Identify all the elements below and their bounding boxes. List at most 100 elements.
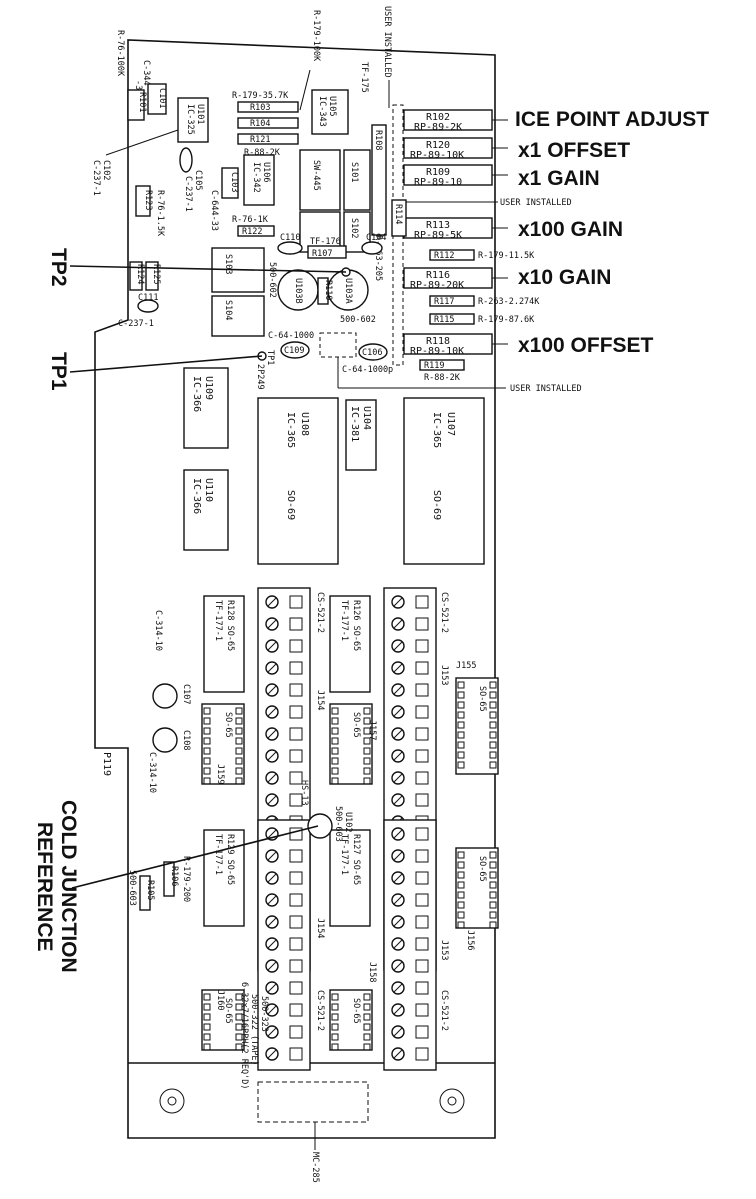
- resistors-r124-r125: R124 R125: [129, 261, 161, 291]
- svg-text:C103: C103: [229, 172, 239, 192]
- svg-text:R129 SO-65: R129 SO-65: [225, 834, 235, 885]
- ic-pin: [457, 921, 465, 929]
- cap-c110: C110: [277, 233, 303, 255]
- ice-point-adjust-callout: ICE POINT ADJUST: [515, 108, 710, 131]
- ic-pin: [457, 751, 465, 759]
- terminal-pin: [415, 793, 429, 807]
- ic-pin: [331, 737, 339, 745]
- ic-pin: [457, 731, 465, 739]
- pot-r102: R102 RP-89-2K: [403, 109, 493, 133]
- terminal-pin: [289, 959, 303, 973]
- svg-text:IC-366: IC-366: [191, 376, 202, 412]
- svg-text:R107: R107: [312, 249, 332, 259]
- ic-pin: [489, 721, 497, 729]
- svg-text:C-64-1000: C-64-1000: [268, 331, 314, 341]
- ic-pin: [331, 727, 339, 735]
- terminal-pin: [289, 771, 303, 785]
- ic-pin: [457, 871, 465, 879]
- cold-junction-callout-line2: REFERENCE: [33, 822, 56, 952]
- svg-text:RP-89-10: RP-89-10: [414, 177, 462, 188]
- ic-pin: [363, 777, 371, 785]
- ic-pin: [331, 1033, 339, 1041]
- ic-pin: [203, 717, 211, 725]
- ic-pin: [203, 737, 211, 745]
- ic-pin: [457, 741, 465, 749]
- ic-pin: [489, 681, 497, 689]
- svg-text:IC-325: IC-325: [185, 104, 195, 135]
- terminal-pin: [415, 727, 429, 741]
- terminal-pin: [415, 959, 429, 973]
- svg-text:S103: S103: [223, 254, 233, 274]
- ic-pin: [457, 881, 465, 889]
- ic-pin: [363, 737, 371, 745]
- cold-junction-leader: [71, 825, 319, 889]
- svg-text:C-237-1: C-237-1: [183, 176, 193, 212]
- ic-pin: [489, 741, 497, 749]
- svg-text:R117: R117: [434, 297, 454, 307]
- svg-text:R-88-2K: R-88-2K: [424, 373, 461, 383]
- svg-text:R112: R112: [434, 251, 454, 261]
- j154-label-top: J154: [315, 690, 325, 710]
- svg-text:R119: R119: [424, 361, 444, 371]
- ic-pin: [331, 1043, 339, 1051]
- tp1-leader: [69, 355, 263, 373]
- j155-label: J155: [456, 661, 476, 671]
- ic-pin: [457, 861, 465, 869]
- ic-pin: [331, 993, 339, 1001]
- svg-text:R-263-205: R-263-205: [373, 235, 383, 281]
- so65-package-label: SO-65: [351, 998, 361, 1024]
- terminal-pin: [415, 639, 429, 653]
- ic-pin: [235, 737, 243, 745]
- cap-c101: C101 C-344 -33: [133, 60, 167, 115]
- terminal-pin: [289, 937, 303, 951]
- terminal-pin: [289, 705, 303, 719]
- ic-pin: [363, 727, 371, 735]
- svg-text:U109: U109: [203, 376, 214, 400]
- tp2-leader: [69, 265, 347, 273]
- ic-pin: [203, 707, 211, 715]
- terminal-pin: [289, 1047, 303, 1061]
- svg-text:IC-366: IC-366: [191, 478, 202, 514]
- svg-text:R101: R101: [137, 92, 147, 112]
- ic-pin: [203, 993, 211, 1001]
- svg-text:-33: -33: [133, 80, 143, 95]
- ic-pin: [203, 1013, 211, 1021]
- x1-offset-callout: x1 OFFSET: [518, 139, 631, 162]
- ic-pin: [489, 761, 497, 769]
- caps-c109-c106: C-64-1000 C109 C106 C-64-1000p: [268, 331, 393, 375]
- svg-text:SO-69: SO-69: [285, 490, 296, 520]
- switch-s103-s104: S103 S104: [211, 247, 265, 337]
- ic-pin: [457, 761, 465, 769]
- ic-pin: [457, 711, 465, 719]
- svg-text:R-179-87.6K: R-179-87.6K: [478, 315, 535, 325]
- ic-pin: [203, 777, 211, 785]
- terminal-pin: [415, 981, 429, 995]
- pot-r118: R118 RP-89-10K: [403, 333, 493, 357]
- terminal-pin: [289, 981, 303, 995]
- ic-u104: U104 IC-381: [345, 399, 377, 471]
- ic-pin: [203, 747, 211, 755]
- svg-text:R113: R113: [426, 220, 450, 231]
- cold-junction-hs13: HS-13 U102 500-603: [299, 780, 353, 842]
- ic-pin: [203, 1023, 211, 1031]
- ic-pin: [457, 701, 465, 709]
- svg-text:IC-365: IC-365: [431, 412, 442, 448]
- resistor-r114: R114 R-263-205: [373, 199, 407, 281]
- svg-text:C105: C105: [193, 170, 203, 190]
- svg-text:RP-89-20K: RP-89-20K: [410, 280, 464, 291]
- svg-text:C-237-1: C-237-1: [118, 319, 154, 329]
- tp249-label: 2P249: [255, 364, 265, 390]
- svg-text:C111: C111: [138, 293, 158, 303]
- svg-text:C102: C102: [101, 160, 111, 180]
- ic-pin: [363, 717, 371, 725]
- ic-pin: [331, 757, 339, 765]
- j156-label: J156: [465, 930, 475, 950]
- resistor-r104: R104: [237, 117, 299, 129]
- j153-label-top: J153: [439, 665, 449, 685]
- terminal-pin: [289, 893, 303, 907]
- ic-pin: [331, 717, 339, 725]
- svg-text:RP-89-2K: RP-89-2K: [414, 122, 462, 133]
- ic-pin: [457, 901, 465, 909]
- so65-package-label: SO-65: [223, 998, 233, 1024]
